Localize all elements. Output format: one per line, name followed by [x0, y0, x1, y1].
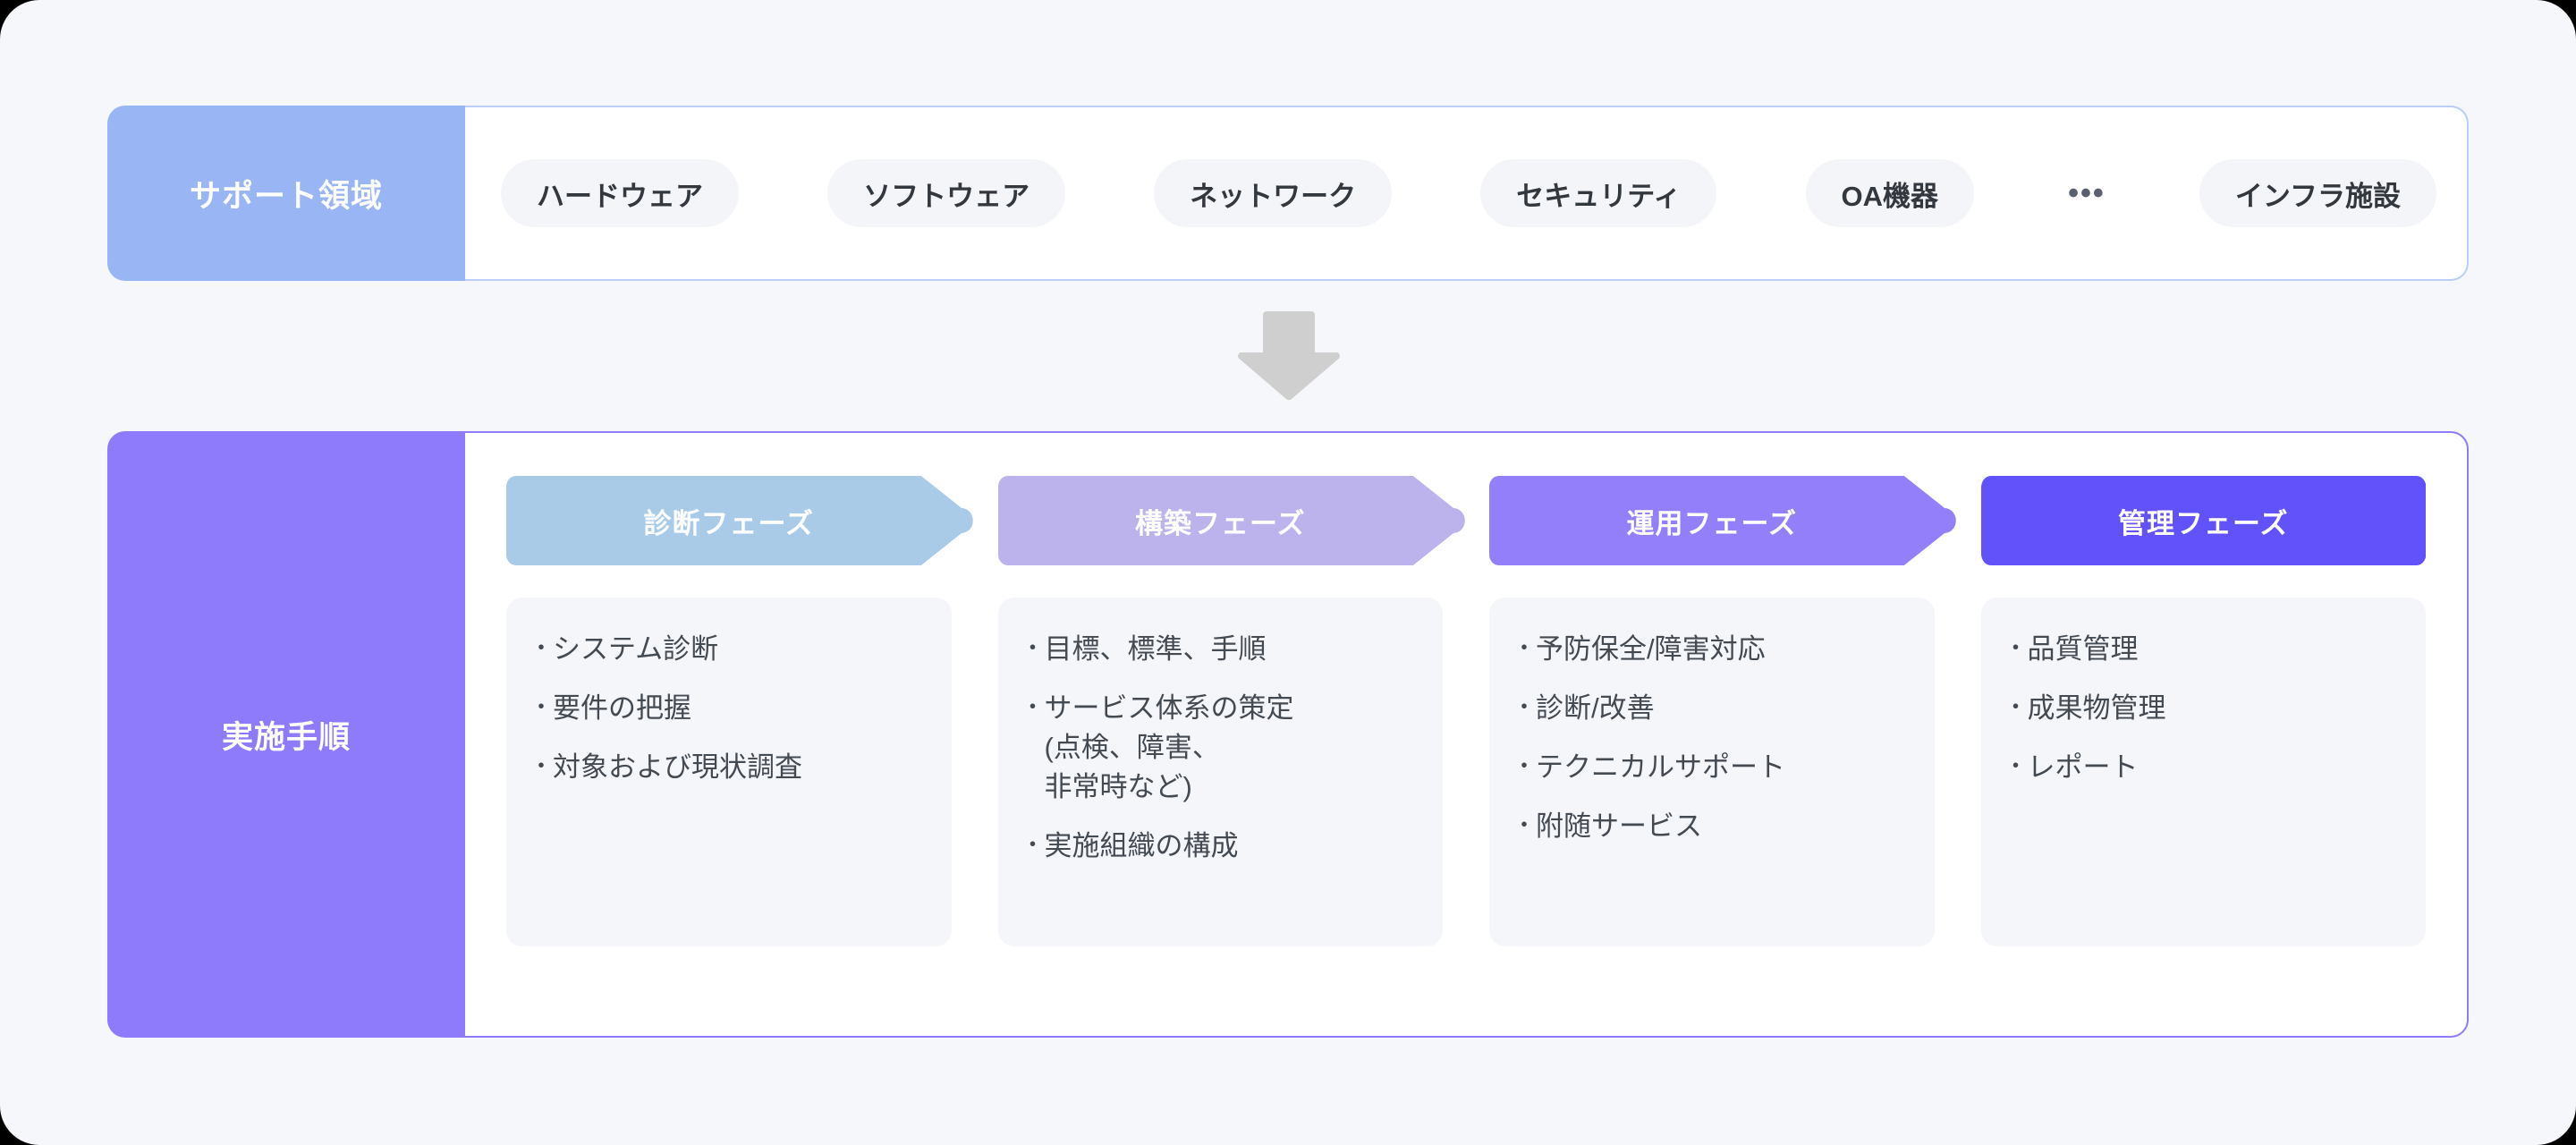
bullet-icon: ・ [2004, 634, 2028, 661]
support-area-chip-row: ハードウェア ソフトウェア ネットワーク セキュリティ OA機器 ••• インフ… [501, 159, 2436, 227]
list-item-text: レポート [2027, 751, 2139, 784]
list-item: ・ 診断/改善 [1513, 689, 1911, 728]
bullet-icon: ・ [530, 752, 554, 780]
list-item-text: 品質管理 [2027, 633, 2139, 665]
list-item-text: 実施組織の構成 [1044, 830, 1239, 862]
phase-card-diagnosis: ・ システム診断 ・ 要件の把握 ・ 対象および現状調査 [506, 598, 952, 946]
phase-card-construction: ・ 目標、標準、手順 ・ サービス体系の策定 (点検、障害、 非常時など) ・ … [997, 598, 1443, 946]
chip-label: ソフトウェア [863, 180, 1030, 212]
chip-label: インフラ施設 [2234, 180, 2401, 212]
phase-card-row: ・ システム診断 ・ 要件の把握 ・ 対象および現状調査 ・ [506, 598, 2426, 946]
list-item: ・ サービス体系の策定 (点検、障害、 非常時など) [1021, 689, 1420, 807]
phase-header-label: 運用フェーズ [1626, 507, 1797, 539]
implementation-steps-label: 実施手順 [107, 431, 465, 1038]
phase-header-label: 構築フェーズ [1135, 507, 1306, 539]
list-item-text: 成果物管理 [2027, 692, 2166, 725]
bullet-icon: ・ [1513, 634, 1537, 661]
bullet-icon: ・ [1021, 693, 1045, 721]
list-item-text: 対象および現状調査 [553, 751, 802, 784]
phase-header-cell-construction: 構築フェーズ [997, 476, 1465, 565]
support-area-panel: ハードウェア ソフトウェア ネットワーク セキュリティ OA機器 ••• インフ… [465, 106, 2469, 281]
bullet-icon: ・ [530, 634, 554, 661]
phase-header-label: 診断フェーズ [643, 507, 814, 539]
implementation-steps-section: 実施手順 診断フェーズ [107, 431, 2469, 1038]
chip-security[interactable]: セキュリティ [1480, 159, 1717, 227]
list-item: ・ 品質管理 [2004, 630, 2403, 669]
chip-label: OA機器 [1841, 180, 1939, 212]
phase-header-operation[interactable]: 運用フェーズ [1489, 476, 1976, 565]
list-item: ・ 成果物管理 [2004, 689, 2403, 728]
chip-infrastructure-facility[interactable]: インフラ施設 [2199, 159, 2436, 227]
ellipsis-icon: ••• [2068, 176, 2106, 210]
list-item-text: テクニカルサポート [1536, 751, 1785, 784]
phase-header-cell-operation: 運用フェーズ [1489, 476, 1956, 565]
chip-label: ネットワーク [1190, 180, 1357, 212]
list-item-text: 要件の把握 [553, 692, 691, 725]
phase-card-management: ・ 品質管理 ・ 成果物管理 ・ レポート [1980, 598, 2426, 946]
list-item: ・ 附随サービス [1513, 807, 1911, 846]
list-item-text: 附随サービス [1536, 810, 1702, 843]
list-item: ・ 対象および現状調査 [530, 748, 928, 787]
bullet-icon: ・ [2004, 752, 2028, 780]
list-item-text: 予防保全/障害対応 [1536, 633, 1766, 665]
list-item: ・ 実施組織の構成 [1021, 827, 1420, 866]
support-area-label-text: サポート領域 [189, 178, 383, 214]
phase-header-row: 診断フェーズ 構築フェーズ [506, 476, 2426, 565]
chip-label: ハードウェア [537, 180, 703, 212]
list-item: ・ システム診断 [530, 630, 928, 669]
chip-software[interactable]: ソフトウェア [827, 159, 1066, 227]
implementation-steps-label-text: 実施手順 [221, 719, 351, 755]
support-area-label: サポート領域 [107, 106, 465, 281]
list-item-text: サービス体系の策定 (点検、障害、 非常時など) [1044, 692, 1294, 803]
phase-header-construction[interactable]: 構築フェーズ [997, 476, 1485, 565]
chip-oa-equipment[interactable]: OA機器 [1805, 159, 1975, 227]
bullet-icon: ・ [1513, 811, 1537, 839]
bullet-icon: ・ [1021, 831, 1045, 859]
list-item: ・ 予防保全/障害対応 [1513, 630, 1911, 669]
down-arrow-icon [1237, 311, 1341, 401]
implementation-steps-panel: 診断フェーズ 構築フェーズ [465, 431, 2469, 1038]
chip-hardware[interactable]: ハードウェア [501, 159, 739, 227]
support-area-section: サポート領域 ハードウェア ソフトウェア ネットワーク セキュリティ OA機器 [107, 106, 2469, 281]
bullet-icon: ・ [1021, 634, 1045, 661]
phase-card-operation: ・ 予防保全/障害対応 ・ 診断/改善 ・ テクニカルサポート ・ 附随サービス [1489, 598, 1935, 946]
phase-header-cell-management: 管理フェーズ [1980, 476, 2426, 565]
list-item-text: システム診断 [553, 633, 719, 665]
bullet-icon: ・ [2004, 693, 2028, 721]
list-item: ・ レポート [2004, 748, 2403, 787]
list-item: ・ 要件の把握 [530, 689, 928, 728]
list-item: ・ テクニカルサポート [1513, 748, 1911, 787]
bullet-icon: ・ [530, 693, 554, 721]
phase-header-label: 管理フェーズ [2118, 507, 2289, 539]
list-item: ・ 目標、標準、手順 [1021, 630, 1420, 669]
bullet-icon: ・ [1513, 693, 1537, 721]
phase-header-management[interactable]: 管理フェーズ [1980, 476, 2426, 565]
list-item-text: 目標、標準、手順 [1044, 633, 1267, 665]
chip-network[interactable]: ネットワーク [1154, 159, 1393, 227]
list-item-text: 診断/改善 [1536, 692, 1655, 725]
chip-label: セキュリティ [1516, 180, 1682, 212]
phase-header-diagnosis[interactable]: 診断フェーズ [506, 476, 993, 565]
bullet-icon: ・ [1513, 752, 1537, 780]
phase-header-cell-diagnosis: 診断フェーズ [506, 476, 973, 565]
